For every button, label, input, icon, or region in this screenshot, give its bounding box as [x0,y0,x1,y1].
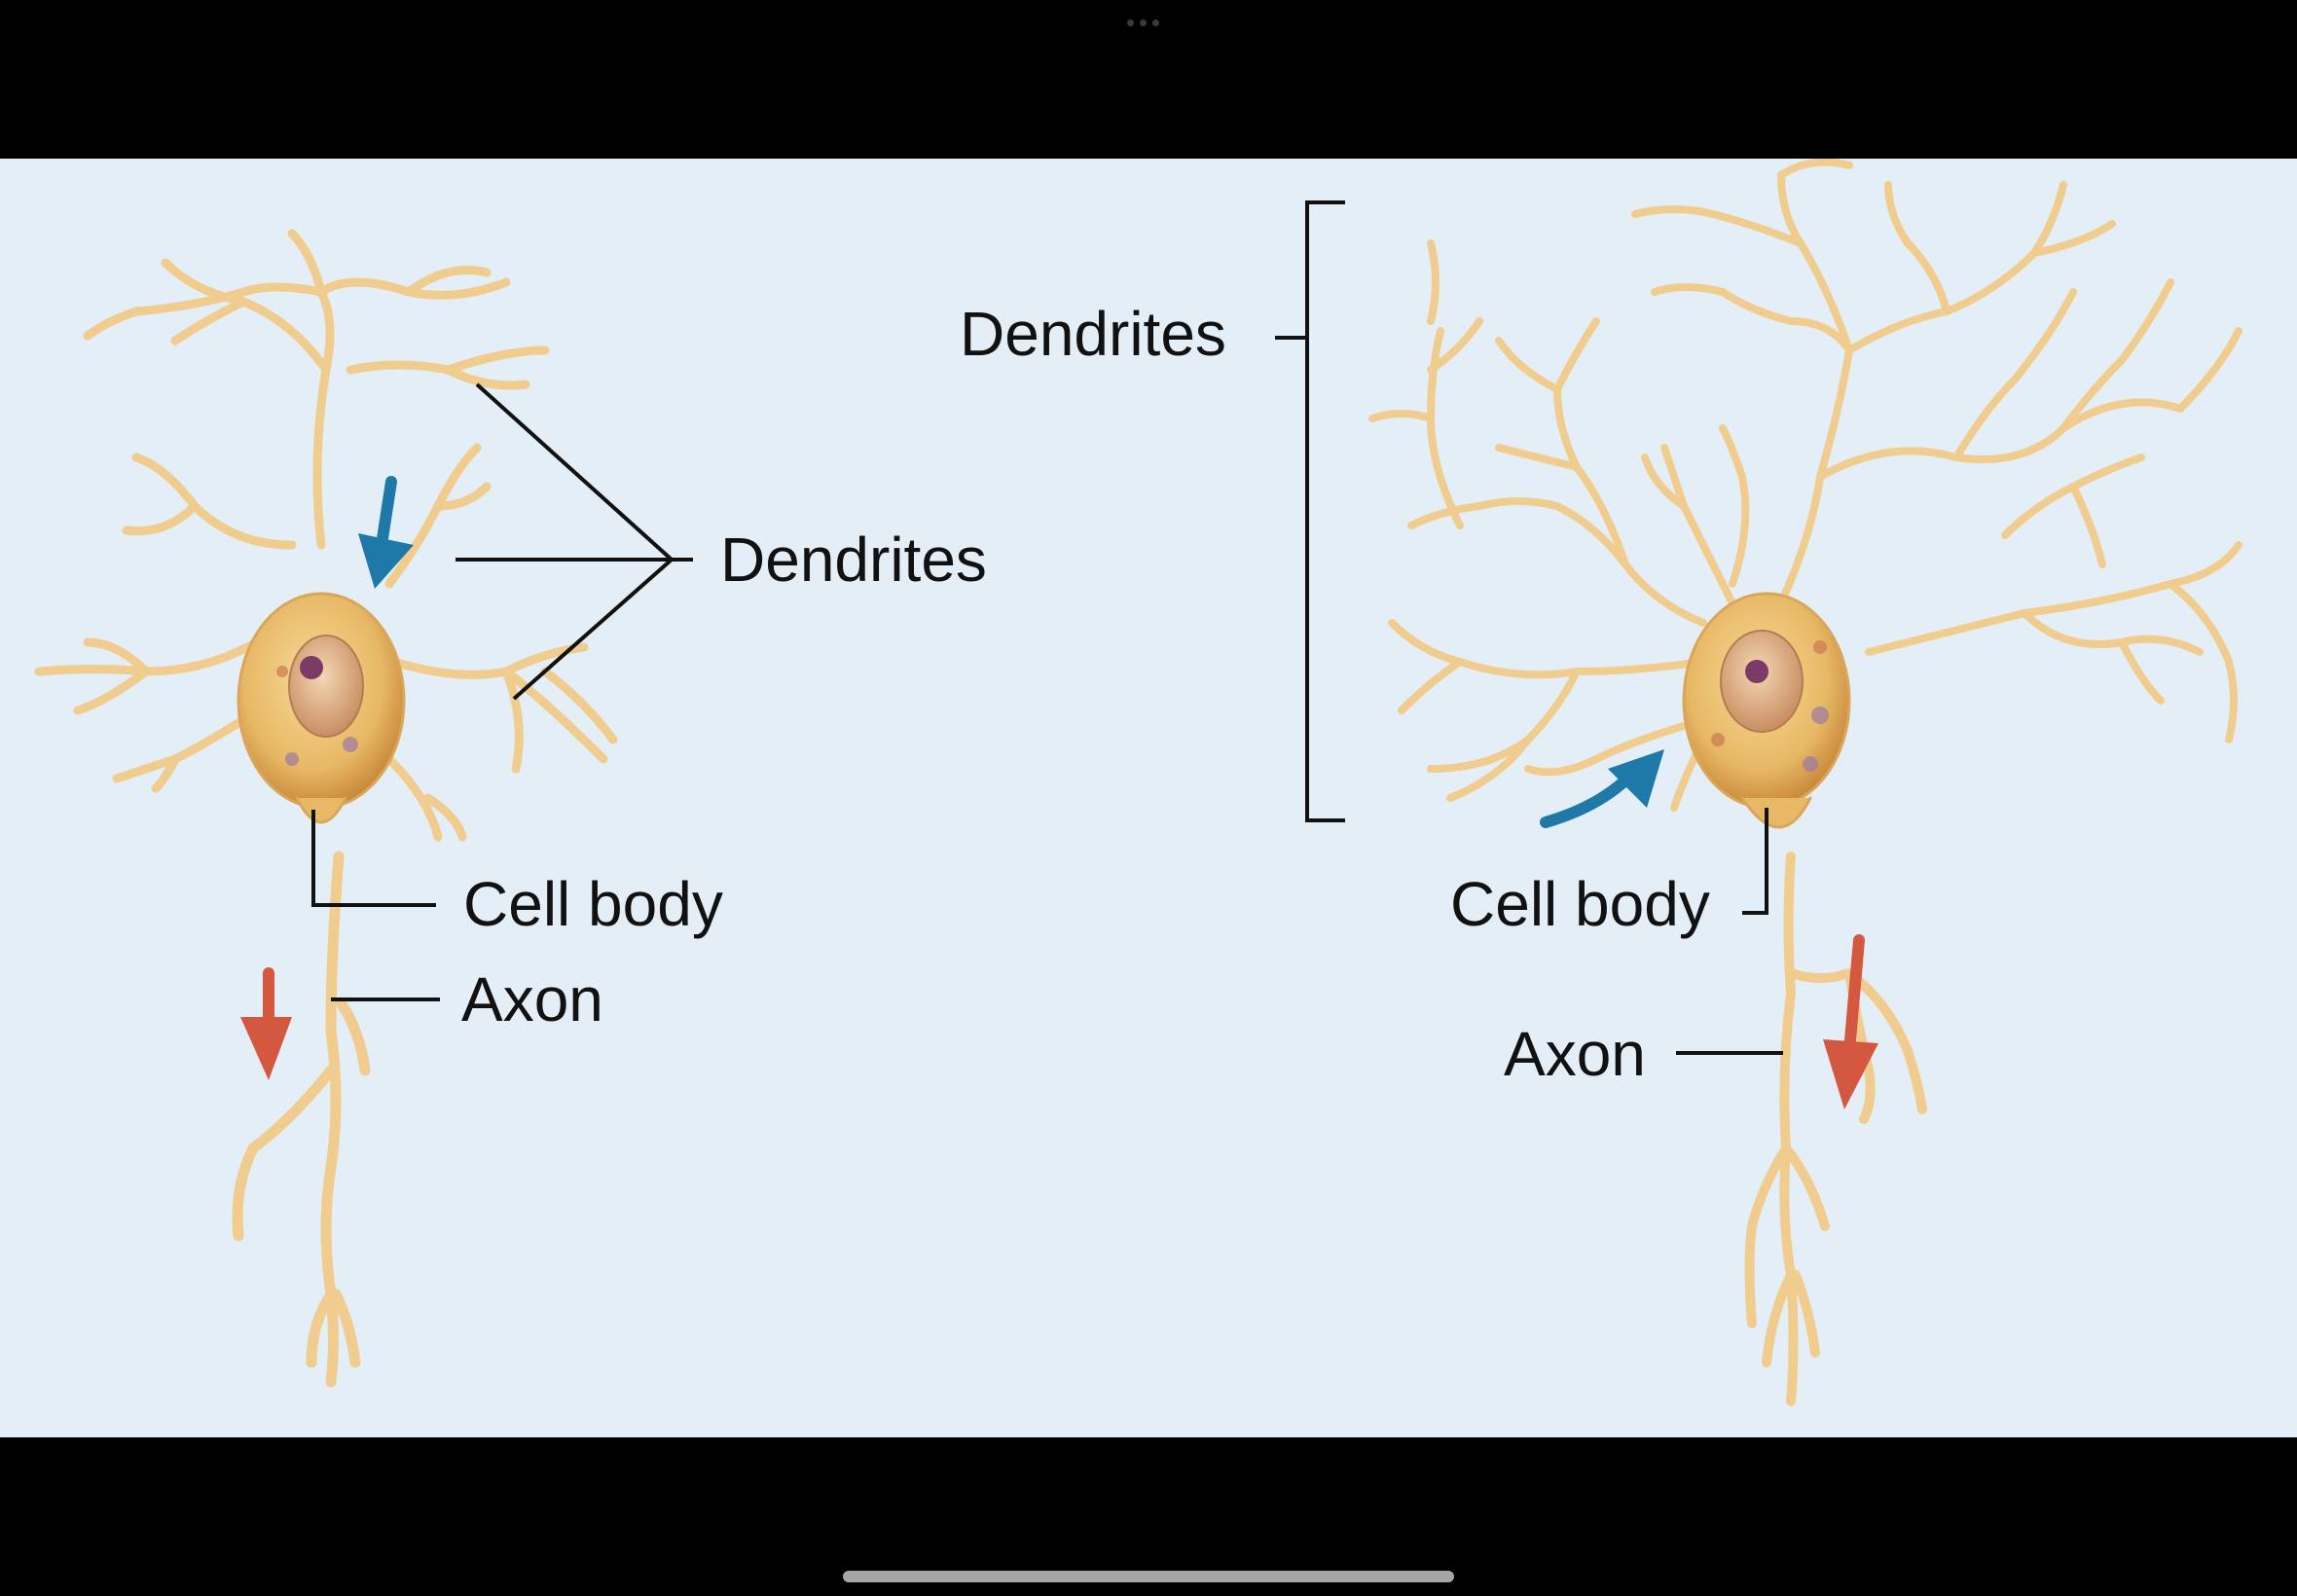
left-dendrites [34,229,618,842]
diagram-canvas [34,159,2242,1406]
left-input-arrow-icon [358,476,414,589]
top-bar [0,0,2297,159]
right-input-arrow-icon [1540,749,1664,828]
left-dendrites-label: Dendrites [720,525,987,595]
right-axon [1744,852,1927,1406]
right-neuron [1368,159,2242,1406]
right-output-arrow-icon [1823,934,1878,1109]
left-cell-body-label: Cell body [463,869,723,939]
left-dendrites-leaders [456,382,693,701]
left-neuron [34,229,618,1388]
right-cell-body-leader [1742,808,1768,915]
neuron-diagram: Dendrites Cell body Axon Dendrites Cell … [0,159,2297,1437]
left-axon-label: Axon [461,964,603,1034]
right-axon-label: Axon [1504,1019,1646,1089]
left-cell-body-leader [311,810,436,907]
left-output-arrow-icon [240,967,292,1080]
right-dendrites-label: Dendrites [960,299,1226,369]
home-indicator[interactable] [843,1571,1454,1582]
right-dendrites [1368,159,2242,812]
multitask-dots-icon[interactable] [1127,19,1170,27]
left-axon [232,851,371,1388]
right-cell-body-label: Cell body [1450,869,1710,939]
right-dendrites-bracket [1305,200,1345,822]
left-nucleus [288,635,364,738]
